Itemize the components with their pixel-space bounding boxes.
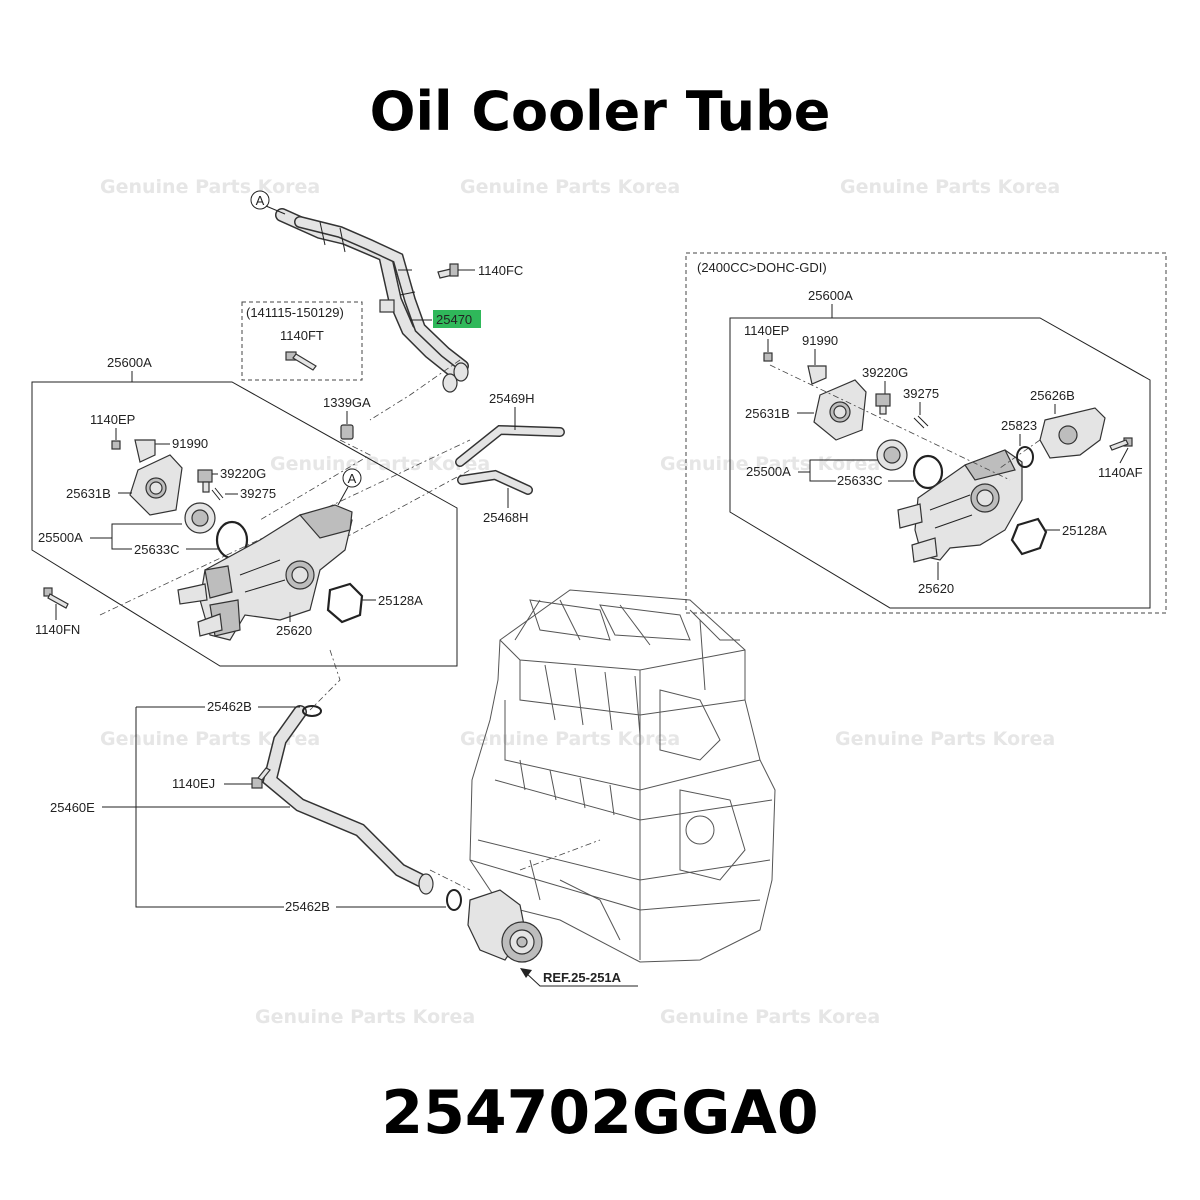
gasket-25128a-variant-part: [1010, 517, 1048, 556]
part-label-25128a-variant[interactable]: 25128A: [1062, 523, 1107, 538]
part-label-1339ga[interactable]: 1339GA: [323, 395, 371, 410]
housing-25631b-part: [129, 454, 183, 516]
hose-25460e-part: [262, 705, 434, 895]
part-label-1140fc[interactable]: 1140FC: [478, 263, 523, 278]
assembly-frame-25600a: [31, 381, 458, 667]
sensor-39220g-part: [197, 469, 213, 493]
part-label-25500a[interactable]: 25500A: [38, 530, 83, 545]
highlight-box: [433, 310, 481, 328]
part-label-25469h[interactable]: 25469H: [489, 391, 535, 406]
watermark: Genuine Parts Korea: [100, 728, 320, 750]
part-label-25633c-variant[interactable]: 25633C: [837, 473, 883, 488]
part-label-25626b[interactable]: 25626B: [1030, 388, 1075, 403]
plug-1339ga-part: [340, 424, 354, 440]
watermark: Genuine Parts Korea: [100, 176, 320, 198]
part-label-91990-variant[interactable]: 91990: [802, 333, 838, 348]
part-label-25468h[interactable]: 25468H: [483, 510, 529, 525]
engine-block-illustration: [469, 589, 776, 963]
bolt-1140ft-part: [285, 351, 317, 371]
callout-circle-a: [342, 468, 362, 488]
date-range-box: [241, 301, 363, 381]
clip-39275-variant-part: [913, 415, 929, 429]
part-label-91990[interactable]: 91990: [172, 436, 208, 451]
callout-a-label: A: [256, 193, 265, 208]
part-label-39220g[interactable]: 39220G: [220, 466, 266, 481]
bracket-91990-variant-part: [807, 365, 827, 385]
watermark: Genuine Parts Korea: [835, 728, 1055, 750]
part-label-25823[interactable]: 25823: [1001, 418, 1037, 433]
bolt-1140ep-variant-part: [763, 352, 773, 362]
gasket-25633c-variant-part: [912, 454, 944, 490]
part-label-39275[interactable]: 39275: [240, 486, 276, 501]
bolt-1140fc-part: [437, 263, 459, 279]
part-label-1140ep[interactable]: 1140EP: [90, 412, 135, 427]
o-ring-25462b-part: [302, 705, 322, 717]
callout-a-label: A: [348, 471, 357, 486]
variant-box-title: (2400CC>DOHC-GDI): [697, 260, 827, 275]
water-pump-illustration: [467, 889, 543, 963]
o-ring-25823-part: [1016, 446, 1034, 468]
clip-39275-part: [211, 487, 224, 501]
bolt-1140ep-part: [111, 440, 121, 450]
bolt-1140af-part: [1109, 437, 1133, 451]
thermostat-variant-part: [876, 439, 908, 471]
part-label-25620[interactable]: 25620: [276, 623, 312, 638]
part-label-1140ft[interactable]: 1140FT: [280, 328, 324, 343]
variant-box-2400cc: [685, 252, 1167, 614]
watermark: Genuine Parts Korea: [660, 1006, 880, 1028]
part-label-25633c[interactable]: 25633C: [134, 542, 180, 557]
date-range-label: (141115-150129): [246, 305, 344, 320]
watermark: Genuine Parts Korea: [840, 176, 1060, 198]
part-label-25462b[interactable]: 25462B: [207, 699, 252, 714]
part-label-25600a-variant[interactable]: 25600A: [808, 288, 853, 303]
part-label-25128a[interactable]: 25128A: [378, 593, 423, 608]
part-label-25470[interactable]: 25470: [436, 312, 472, 327]
hose-25469h-part: [455, 424, 565, 467]
housing-25631b-variant-part: [813, 379, 867, 441]
oil-cooler-tube-part: [275, 208, 469, 393]
assembly-frame-25600a-variant: [729, 317, 1151, 609]
coolant-housing-25620-part: [177, 504, 353, 641]
hose-25468h-part: [457, 469, 533, 495]
part-label-25600a[interactable]: 25600A: [107, 355, 152, 370]
housing-25626b-part: [1039, 407, 1106, 459]
watermark: Genuine Parts Korea: [460, 728, 680, 750]
ref-label[interactable]: REF.25-251A: [543, 970, 622, 985]
watermark: Genuine Parts Korea: [460, 176, 680, 198]
part-label-1140fn[interactable]: 1140FN: [35, 622, 80, 637]
part-label-1140ep-variant[interactable]: 1140EP: [744, 323, 789, 338]
part-label-25631b-variant[interactable]: 25631B: [745, 406, 790, 421]
part-label-39275-variant[interactable]: 39275: [903, 386, 939, 401]
part-label-25620-variant[interactable]: 25620: [918, 581, 954, 596]
watermarks: Genuine Parts Korea Genuine Parts Korea …: [100, 176, 1060, 1028]
bolt-1140fn-part: [43, 587, 69, 609]
part-label-1140ej[interactable]: 1140EJ: [172, 776, 215, 791]
part-label-25460e[interactable]: 25460E: [50, 800, 95, 815]
watermark: Genuine Parts Korea: [660, 453, 880, 475]
part-label-1140af[interactable]: 1140AF: [1098, 465, 1143, 480]
thermostat-part: [184, 502, 216, 534]
part-label-25500a-variant[interactable]: 25500A: [746, 464, 791, 479]
part-label-25631b[interactable]: 25631B: [66, 486, 111, 501]
bracket-91990-part: [134, 439, 156, 463]
page-title: Oil Cooler Tube: [369, 80, 831, 143]
gasket-25128a-part: [326, 582, 364, 624]
part-label-25462b[interactable]: 25462B: [285, 899, 330, 914]
watermark: Genuine Parts Korea: [255, 1006, 475, 1028]
coolant-housing-25620-variant-part: [897, 449, 1023, 563]
bolt-1140ej-part: [251, 767, 271, 789]
watermark: Genuine Parts Korea: [270, 453, 490, 475]
sensor-39220g-variant-part: [875, 393, 891, 415]
part-label-39220g-variant[interactable]: 39220G: [862, 365, 908, 380]
o-ring-25462b-part: [446, 889, 462, 911]
part-number: 254702GGA0: [381, 1078, 819, 1148]
callout-circle-a: [250, 190, 270, 210]
